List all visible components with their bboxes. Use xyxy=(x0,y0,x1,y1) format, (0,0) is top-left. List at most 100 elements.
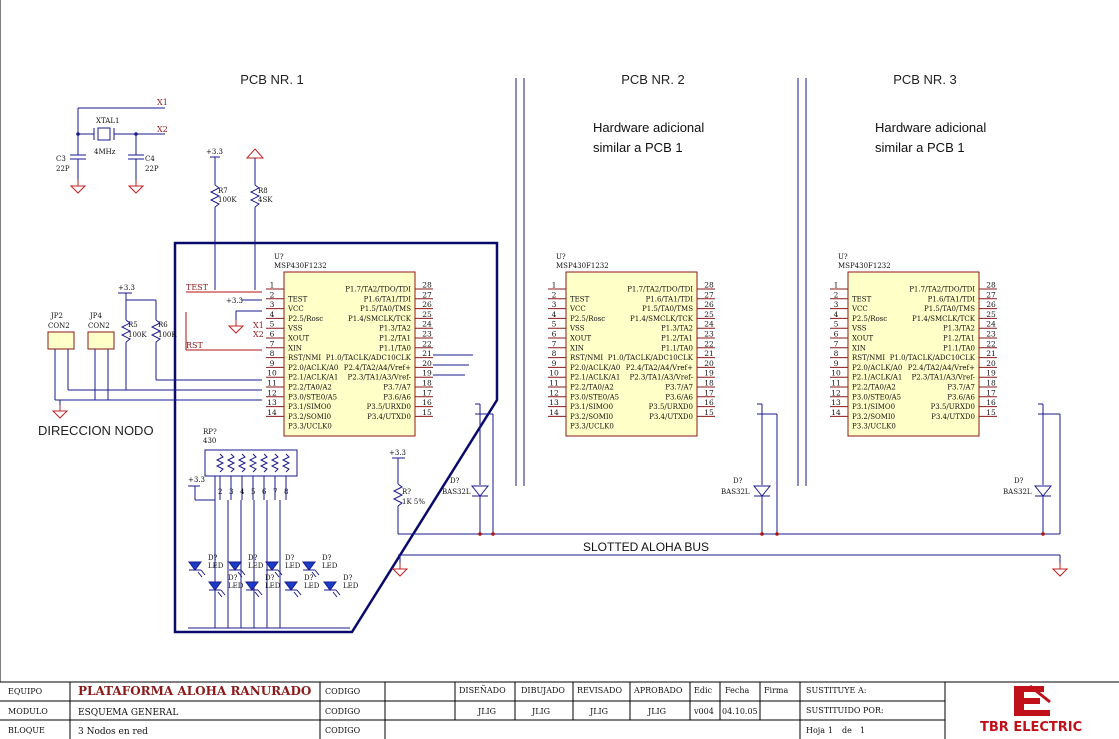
led-ref: D? xyxy=(343,574,353,582)
led-label: LED xyxy=(228,582,244,590)
chip-pin-num: 5 xyxy=(834,320,839,329)
pcb1-boundary xyxy=(173,241,499,634)
chip-pin-name: P2.0/ACLK/A0 xyxy=(288,364,338,372)
chip-pin-num: 1 xyxy=(552,281,557,290)
led-label: LED xyxy=(304,582,320,590)
crystal-ref: XTAL1 xyxy=(96,117,119,125)
chip-pin-name: P1.5/TA0/TMS xyxy=(360,305,411,313)
tb-dibujado: JLIG xyxy=(531,707,550,716)
led-ref: D? xyxy=(304,574,314,582)
chip-pin-num: 5 xyxy=(270,320,275,329)
tb-modulo-label: MODULO xyxy=(8,707,48,716)
chip-pin-num: 16 xyxy=(986,398,996,407)
chip-pin-name: P3.5/URXD0 xyxy=(649,403,693,411)
r6-value: 100K xyxy=(158,331,177,339)
chip-pin-name: RST/NMI xyxy=(852,354,885,362)
chip-pin-num: 7 xyxy=(834,339,839,348)
cap-c4-ref: C4 xyxy=(145,155,155,163)
r5-ref: R5 xyxy=(128,321,138,329)
chip-pin-num: 12 xyxy=(267,388,277,397)
chip-pin-num: 15 xyxy=(422,408,432,417)
net-test: TEST xyxy=(186,283,209,292)
tb-aprobado-label: APROBADO xyxy=(633,686,683,695)
diode3-part: BAS32L xyxy=(1003,488,1032,496)
chip-pin-num: 17 xyxy=(986,388,996,397)
r5-value: 100K xyxy=(128,331,147,339)
tb-equipo-label: EQUIPO xyxy=(8,687,43,696)
chip-pin-num: 3 xyxy=(270,300,275,309)
tb-hoja: 1 xyxy=(828,726,833,735)
tb-codigo-3: CODIGO xyxy=(325,726,361,735)
led-ref: D? xyxy=(208,554,218,562)
chip-pin-name: P1.1/TA0 xyxy=(661,344,693,352)
chip-pin-name: P2.3/TA1/A3/Vref- xyxy=(630,374,694,382)
chip-pin-name: P2.2/TA0/A2 xyxy=(570,384,614,392)
r-bus-ref: R? xyxy=(402,488,411,496)
chip-pin-num: 12 xyxy=(549,388,559,397)
tb-dibujado-label: DIBUJADO xyxy=(521,686,565,695)
r7-ref: R7 xyxy=(218,187,228,195)
chip-pin-name: P3.4/UTXD0 xyxy=(649,413,693,421)
tb-fecha: 04.10.05 xyxy=(722,707,758,716)
chip-pin-num: 4 xyxy=(270,310,275,319)
tb-codigo-2: CODIGO xyxy=(325,707,361,716)
chip-pin-num: 20 xyxy=(704,359,714,368)
supply-label-rpack: +3.3 xyxy=(188,476,205,484)
chip-pin-name: P3.6/A6 xyxy=(665,393,693,401)
net-rst: RST xyxy=(186,341,204,350)
tb-bloque-label: BLOQUE xyxy=(8,726,45,735)
jp4-value: CON2 xyxy=(88,322,110,330)
r8-ref: R8 xyxy=(258,187,268,195)
chip-pin-num: 22 xyxy=(704,339,714,348)
rpack-pin-num: 7 xyxy=(273,488,277,496)
chip-pin-name: P3.3/UCLK0 xyxy=(288,423,332,431)
led-1 xyxy=(188,561,206,578)
tb-revisado-label: REVISADO xyxy=(577,686,622,695)
tb-de-label: de xyxy=(842,726,852,735)
chip-pin-name: P2.5/Rosc xyxy=(570,315,605,323)
tb-disenado-label: DISEÑADO xyxy=(459,686,506,695)
chip-pin-name: TEST xyxy=(570,295,590,303)
chip-pin-num: 22 xyxy=(986,339,996,348)
chip-pin-name: P3.4/UTXD0 xyxy=(367,413,411,421)
chip-pin-num: 28 xyxy=(986,281,996,290)
chip-pin-num: 20 xyxy=(986,359,996,368)
chip-pin-num: 3 xyxy=(552,300,557,309)
jp4-ref: JP4 xyxy=(89,312,103,320)
chip-pin-num: 22 xyxy=(422,339,432,348)
chip-pin-name: TEST xyxy=(852,295,872,303)
rpack-pin-num: 8 xyxy=(284,488,288,496)
led-label: LED xyxy=(265,582,281,590)
chip-pin-name: VCC xyxy=(569,305,586,313)
chip-pin-name: P1.3/TA2 xyxy=(379,325,411,333)
chip-pin-num: 9 xyxy=(552,359,557,368)
tb-fecha-label: Fecha xyxy=(725,686,749,695)
chip-pin-num: 3 xyxy=(834,300,839,309)
title-block: EQUIPO MODULO BLOQUE PLATAFORMA ALOHA RA… xyxy=(0,681,1119,739)
chip-pin-name: XIN xyxy=(852,344,866,352)
tb-total: 1 xyxy=(860,726,865,735)
chip-pin-name: P3.5/URXD0 xyxy=(931,403,975,411)
chip-pin-name: P1.0/TACLK/ADC10CLK xyxy=(890,354,976,362)
chip-pin-name: P1.3/TA2 xyxy=(661,325,693,333)
rpack-pin-num: 4 xyxy=(240,488,245,496)
chip-pin-num: 10 xyxy=(549,369,559,378)
pcb1-uart-wiring: +3.3 R? 1K 5% xyxy=(389,403,494,534)
chip-pin-name: P1.1/TA0 xyxy=(379,344,411,352)
chip-pin-num: 16 xyxy=(704,398,714,407)
chip-pin-name: P1.4/SMCLK/TCK xyxy=(912,315,976,323)
chip-pin-num: 11 xyxy=(831,379,841,388)
chip-pin-name: P1.6/TA1/TDI xyxy=(364,295,412,303)
tb-revisado: JLIG xyxy=(589,707,608,716)
rpack-pin-num: 2 xyxy=(218,488,222,496)
chip-pin-name: P2.1/ACLK/A1 xyxy=(852,374,902,382)
chip-pin-num: 21 xyxy=(422,349,432,358)
r8-value: 4SK xyxy=(258,196,273,204)
diode1-ref: D? xyxy=(450,477,460,485)
chip-pin-num: 26 xyxy=(422,300,432,309)
chip-pin-num: 9 xyxy=(834,359,839,368)
chip-pin-name: P3.3/UCLK0 xyxy=(852,423,896,431)
chip-pin-num: 13 xyxy=(267,398,277,407)
chip-ref: U? xyxy=(838,253,848,261)
